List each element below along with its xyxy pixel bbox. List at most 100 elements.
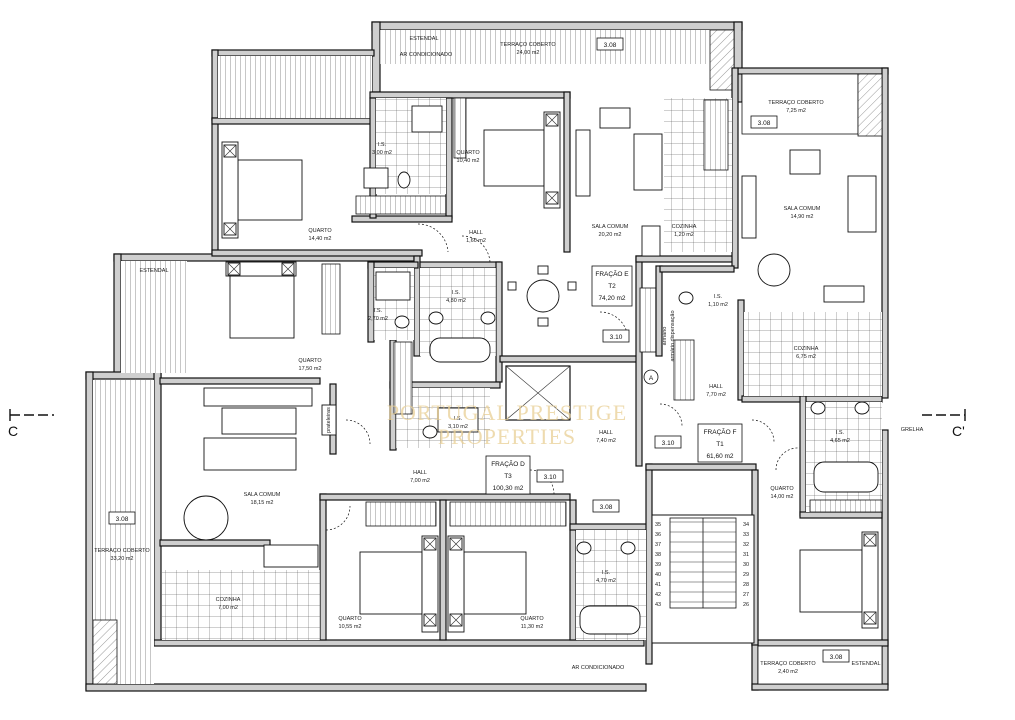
bed-e2 xyxy=(483,111,561,209)
is-e1-area: 3,00 m2 xyxy=(372,150,392,156)
level-box xyxy=(602,329,630,343)
elevator-shaft xyxy=(505,365,571,421)
plan-notes: ESTENDAL AR CONDICIONADO ESTENDAL ESTEND… xyxy=(139,36,923,671)
stair-number-left: 38 xyxy=(655,552,661,558)
cozinha-e-area: 1,20 m2 xyxy=(674,232,694,238)
fraction-d-name: FRAÇÃO D xyxy=(491,459,525,468)
hall-d-small-name: HALL xyxy=(599,430,613,436)
is-d3-area: 3,10 m2 xyxy=(448,424,468,430)
outer-walls xyxy=(85,21,889,692)
level-value-center-d: 3.10 xyxy=(544,474,557,481)
level-box xyxy=(536,469,564,483)
note-a-mark: A xyxy=(649,375,654,382)
bed-f xyxy=(799,531,879,629)
stair-number-right: 31 xyxy=(743,552,749,558)
stair-number-left: 39 xyxy=(655,562,661,568)
level-box xyxy=(750,115,778,129)
stair-steps xyxy=(670,521,736,603)
terraco-right-top-name: TERRAÇO COBERTO xyxy=(768,100,824,106)
living-e-furniture xyxy=(507,107,663,327)
stair-number-left: 36 xyxy=(655,532,661,538)
terrace-top-planter xyxy=(709,29,735,91)
bed-d1 xyxy=(225,261,297,339)
stair-number-left: 37 xyxy=(655,542,661,548)
quarto-d3-name: QUARTO xyxy=(520,616,544,622)
terraco-bottom-right-name: TERRAÇO COBERTO xyxy=(760,661,816,667)
sala-d-area: 18,15 m2 xyxy=(251,500,274,506)
interior-walls xyxy=(159,67,883,665)
cozinha-d-area: 7,00 m2 xyxy=(218,605,238,611)
hall-e-area: 1,60 m2 xyxy=(466,238,486,244)
is-d1-area: 2,70 m2 xyxy=(368,316,388,322)
is-e1-name: I.S. xyxy=(378,142,387,148)
stair-number-left: 40 xyxy=(655,572,661,578)
fraction-f-type: T1 xyxy=(716,441,724,448)
fraction-d-box: FRAÇÃO D T3 100,30 m2 xyxy=(485,455,531,495)
wardrobe-d1 xyxy=(321,263,341,335)
stair-number-right: 27 xyxy=(743,592,749,598)
level-value-center-f: 3.10 xyxy=(662,440,675,447)
sala-e-area: 20,20 m2 xyxy=(599,232,622,238)
note-armario-dep: armário dispensação xyxy=(670,310,676,361)
level-box xyxy=(654,435,682,449)
fraction-e-type: T2 xyxy=(608,283,616,290)
hall-d-name: HALL xyxy=(413,470,427,476)
quarto-d1-area: 17,50 m2 xyxy=(299,366,322,372)
is-f-name: I.S. xyxy=(836,430,845,436)
terrace-left-planter xyxy=(92,619,118,685)
quarto-f-name: QUARTO xyxy=(770,486,794,492)
quarto-e2-name: QUARTO xyxy=(456,150,480,156)
level-value-right-top: 3.08 xyxy=(758,120,771,127)
stair-number-right: 29 xyxy=(743,572,749,578)
hall-d-area: 7,00 m2 xyxy=(410,478,430,484)
section-line xyxy=(9,409,966,421)
quarto-e1-name: QUARTO xyxy=(308,228,332,234)
wardrobe-hall-d xyxy=(393,341,413,415)
sanitary-fixtures xyxy=(363,105,879,635)
quarto-d2-name: QUARTO xyxy=(338,616,362,622)
wardrobe-e-hall xyxy=(639,287,657,353)
level-box xyxy=(822,649,850,663)
sala-f-area: 14,90 m2 xyxy=(791,214,814,220)
cozinha-d-name: COZINHA xyxy=(216,597,241,603)
kitchen-f-tiles xyxy=(744,312,882,396)
watermark-line2: PROPERTIES xyxy=(438,424,576,449)
level-value-bottom-right: 3.08 xyxy=(830,654,843,661)
stair-number-right: 28 xyxy=(743,582,749,588)
terraco-top-area: 24,00 m2 xyxy=(517,50,540,56)
level-value-stair: 3.08 xyxy=(600,504,613,511)
note-estendal-bottom: ESTENDAL xyxy=(851,661,880,667)
fraction-e-area: 74,20 m2 xyxy=(598,295,625,302)
is-d1-name: I.S. xyxy=(374,308,383,314)
stair-number-left: 43 xyxy=(655,602,661,608)
is-f-area: 4,65 m2 xyxy=(830,438,850,444)
bed-e1 xyxy=(221,141,303,239)
kitchen-d-tiles xyxy=(162,570,320,640)
hall-e-name: HALL xyxy=(469,230,483,236)
bath-f-tiles xyxy=(806,402,882,512)
is-d3-name: I.S. xyxy=(454,416,463,422)
kitchen-e-units xyxy=(703,99,729,171)
note-ac-top: AR CONDICIONADO xyxy=(400,52,453,58)
fraction-f-name: FRAÇÃO F xyxy=(704,427,737,436)
room-labels: TERRAÇO COBERTO 24,00 m2 TERRAÇO COBERTO… xyxy=(94,42,850,675)
level-value-top: 3.08 xyxy=(604,42,617,49)
wardrobe-e1 xyxy=(355,195,447,215)
living-f-furniture xyxy=(741,149,877,303)
terraco-top-name: TERRAÇO COBERTO xyxy=(500,42,556,48)
cozinha-f-name: COZINHA xyxy=(794,346,819,352)
level-value-center-e: 3.10 xyxy=(610,334,623,341)
note-ac-bottom: AR CONDICIONADO xyxy=(572,665,625,671)
quarto-d3-area: 11,30 m2 xyxy=(521,624,544,630)
is-d2-area: 4,80 m2 xyxy=(446,298,466,304)
terrace-bottom-right xyxy=(757,645,883,685)
is-d4-area: 4,70 m2 xyxy=(596,578,616,584)
fraction-f-box: FRAÇÃO F T1 61,60 m2 xyxy=(697,423,743,463)
fraction-e-name: FRAÇÃO E xyxy=(595,269,629,278)
quarto-f-area: 14,00 m2 xyxy=(771,494,794,500)
quarto-d2-area: 10,55 m2 xyxy=(339,624,362,630)
sala-d-name: SALA COMUM xyxy=(244,492,281,498)
watermark-line1: PORTUGAL PRESTIGE xyxy=(387,400,627,425)
bed-d2 xyxy=(359,535,439,633)
